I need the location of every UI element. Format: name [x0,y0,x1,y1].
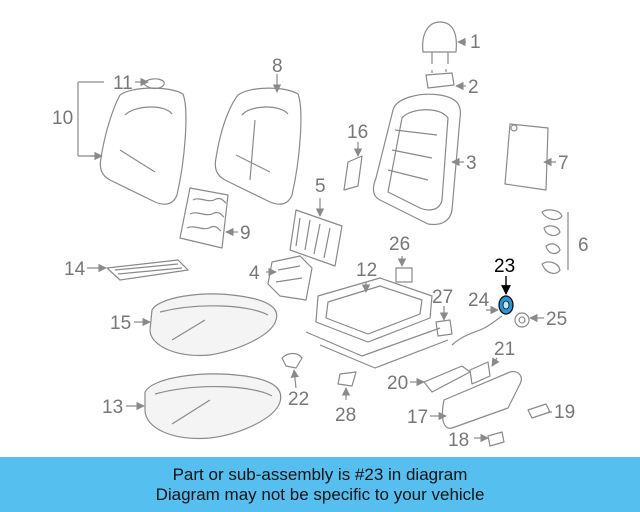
callout-3: 3 [466,153,477,174]
part-8-back-cover [214,87,302,205]
callout-24: 24 [468,290,490,311]
callout-2: 2 [468,77,479,98]
part-25-knob [514,312,530,328]
callout-20: 20 [387,373,408,394]
leader-lines [77,37,569,443]
callout-labels: 1 2 3 4 5 6 7 8 9 10 11 12 13 14 15 16 1… [52,32,589,451]
callout-16: 16 [347,122,368,143]
callout-26: 26 [389,234,410,255]
callout-12: 12 [356,260,377,281]
part-9-lumbar [179,187,229,249]
part-11-clip [143,78,165,90]
callout-22: 22 [288,389,309,410]
part-28 [337,371,357,387]
part-4-bracket [267,255,313,301]
callout-14: 14 [64,259,86,280]
part-20-lever [423,365,471,393]
callout-15: 15 [110,313,131,334]
seat-parts-diagram: 1 2 3 4 5 6 7 8 9 10 11 12 13 14 15 16 1… [52,21,589,451]
banner-line-2: Diagram may not be specific to your vehi… [155,484,485,504]
part-1-headrest [422,21,457,64]
part-2-headrest-guide [425,69,455,89]
callout-19: 19 [554,402,575,423]
part-14-mat [106,259,189,281]
callout-25: 25 [546,309,567,330]
part-15-cushion-cover [149,293,278,357]
info-banner: Part or sub-assembly is #23 in diagram D… [0,457,640,512]
callout-13: 13 [102,397,123,418]
part-26 [395,267,413,283]
part-19-cover [527,403,551,419]
callout-9: 9 [240,223,251,244]
callout-18: 18 [448,430,469,451]
part-12-seat-frame [305,277,449,369]
part-7-plate [504,123,549,191]
part-10-back-pad [99,87,187,205]
callout-4: 4 [249,263,260,284]
callout-8: 8 [272,56,283,77]
callout-11: 11 [113,73,133,94]
callout-21: 21 [494,339,515,360]
callout-17: 17 [407,407,428,428]
part-6-kit [541,209,563,274]
part-21 [469,361,491,385]
callout-1: 1 [470,32,481,53]
part-18-cap [487,431,505,447]
callout-7: 7 [558,153,569,174]
part-3-seatback-frame [372,93,462,226]
part-24-cable [451,315,503,346]
banner-line-1: Part or sub-assembly is #23 in diagram [172,464,468,484]
callout-6: 6 [578,235,589,256]
part-16 [343,155,363,191]
callout-28: 28 [335,405,356,426]
part-22 [281,352,303,369]
part-23-highlighted [498,295,514,315]
callout-23: 23 [494,256,515,277]
part-5-spring [289,209,343,267]
callout-5: 5 [315,176,326,197]
part-13-cushion-pad [144,373,282,440]
callout-27: 27 [432,287,453,308]
callout-10: 10 [52,108,73,129]
